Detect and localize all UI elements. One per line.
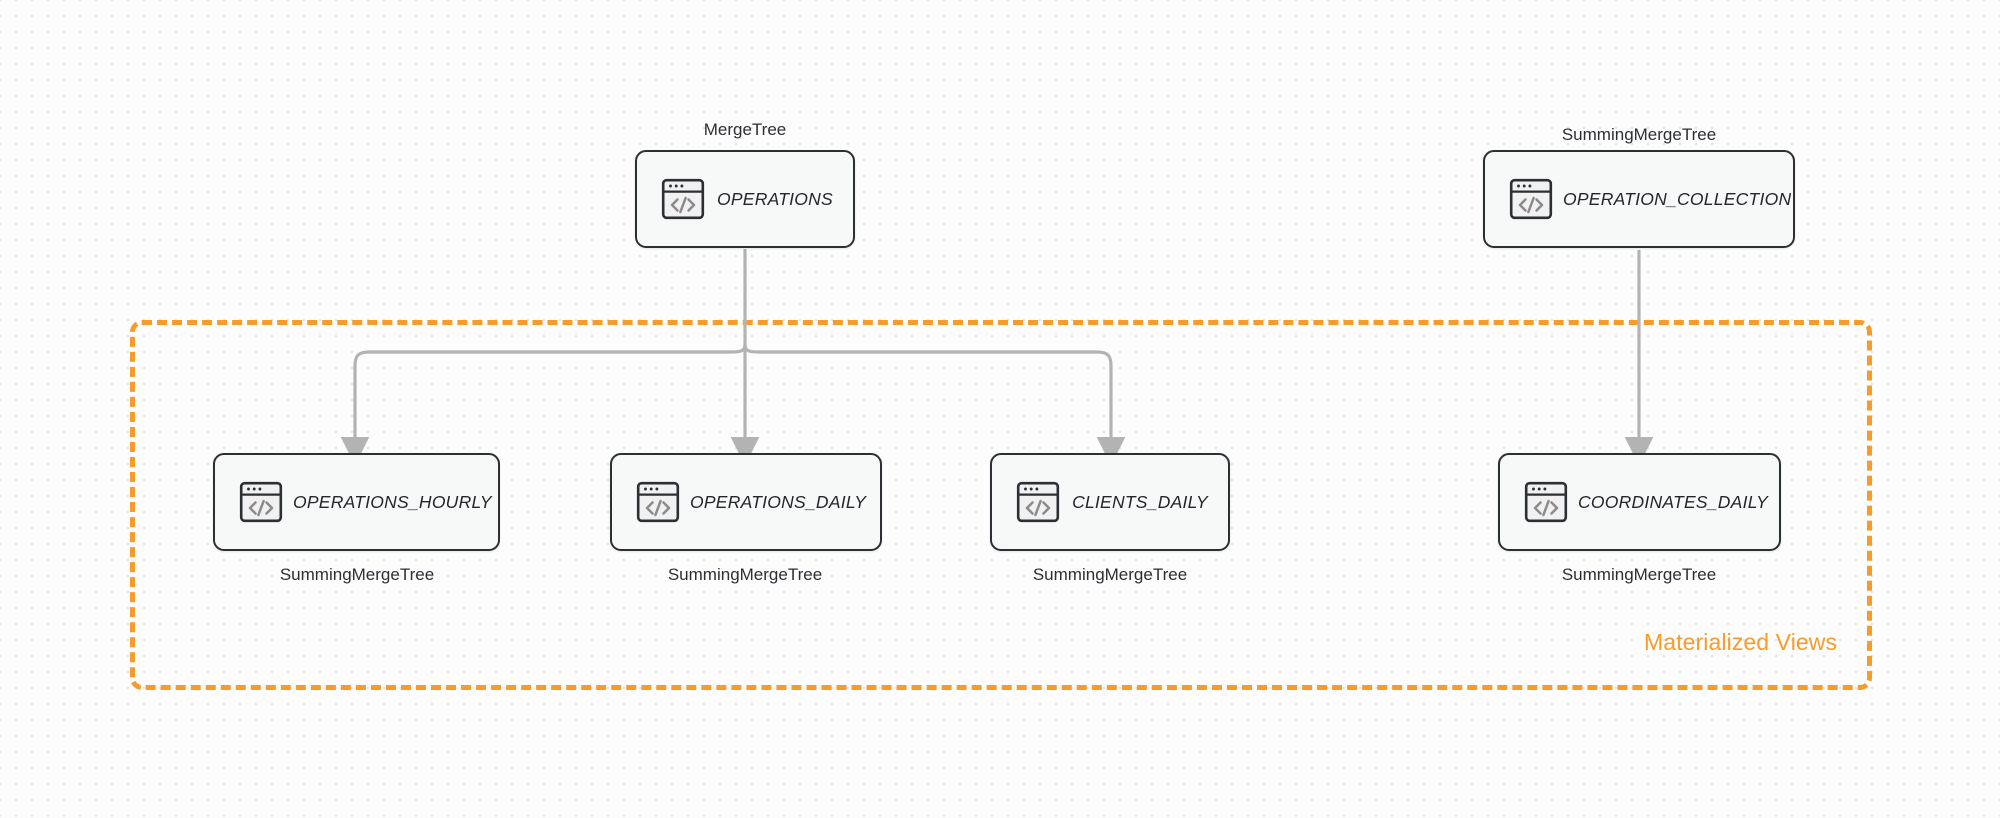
code-window-icon xyxy=(1016,481,1060,523)
node-operations[interactable]: OPERATIONS xyxy=(635,150,855,248)
engine-label-coordinates-daily: SummingMergeTree xyxy=(1561,565,1717,584)
code-window-icon xyxy=(636,481,680,523)
node-coordinates-daily[interactable]: COORDINATES_DAILY xyxy=(1498,453,1781,551)
code-window-icon xyxy=(661,178,705,220)
node-operation-collection[interactable]: OPERATION_COLLECTION xyxy=(1483,150,1795,248)
node-label-coordinates-daily: COORDINATES_DAILY xyxy=(1578,491,1768,512)
code-window-icon xyxy=(239,481,283,523)
code-window-icon xyxy=(1509,178,1553,220)
node-label-operations-hourly: OPERATIONS_HOURLY xyxy=(293,491,492,512)
node-label-operations-daily: OPERATIONS_DAILY xyxy=(690,491,867,512)
node-operations-daily[interactable]: OPERATIONS_DAILY xyxy=(610,453,882,551)
engine-label-operations-daily: SummingMergeTree xyxy=(667,565,823,584)
engine-label-operations: MergeTree xyxy=(703,120,787,139)
code-window-icon xyxy=(1524,481,1568,523)
node-operations-hourly[interactable]: OPERATIONS_HOURLY xyxy=(213,453,500,551)
node-label-operations: OPERATIONS xyxy=(717,188,833,209)
engine-label-clients-daily: SummingMergeTree xyxy=(1032,565,1188,584)
node-clients-daily[interactable]: CLIENTS_DAILY xyxy=(990,453,1230,551)
node-label-operation-collection: OPERATION_COLLECTION xyxy=(1563,188,1792,209)
materialized-views-caption: Materialized Views xyxy=(1644,629,1838,655)
node-label-clients-daily: CLIENTS_DAILY xyxy=(1072,491,1208,512)
engine-label-operation-collection: SummingMergeTree xyxy=(1561,125,1717,144)
engine-label-operations-hourly: SummingMergeTree xyxy=(279,565,435,584)
materialized-views-group xyxy=(130,320,1872,690)
